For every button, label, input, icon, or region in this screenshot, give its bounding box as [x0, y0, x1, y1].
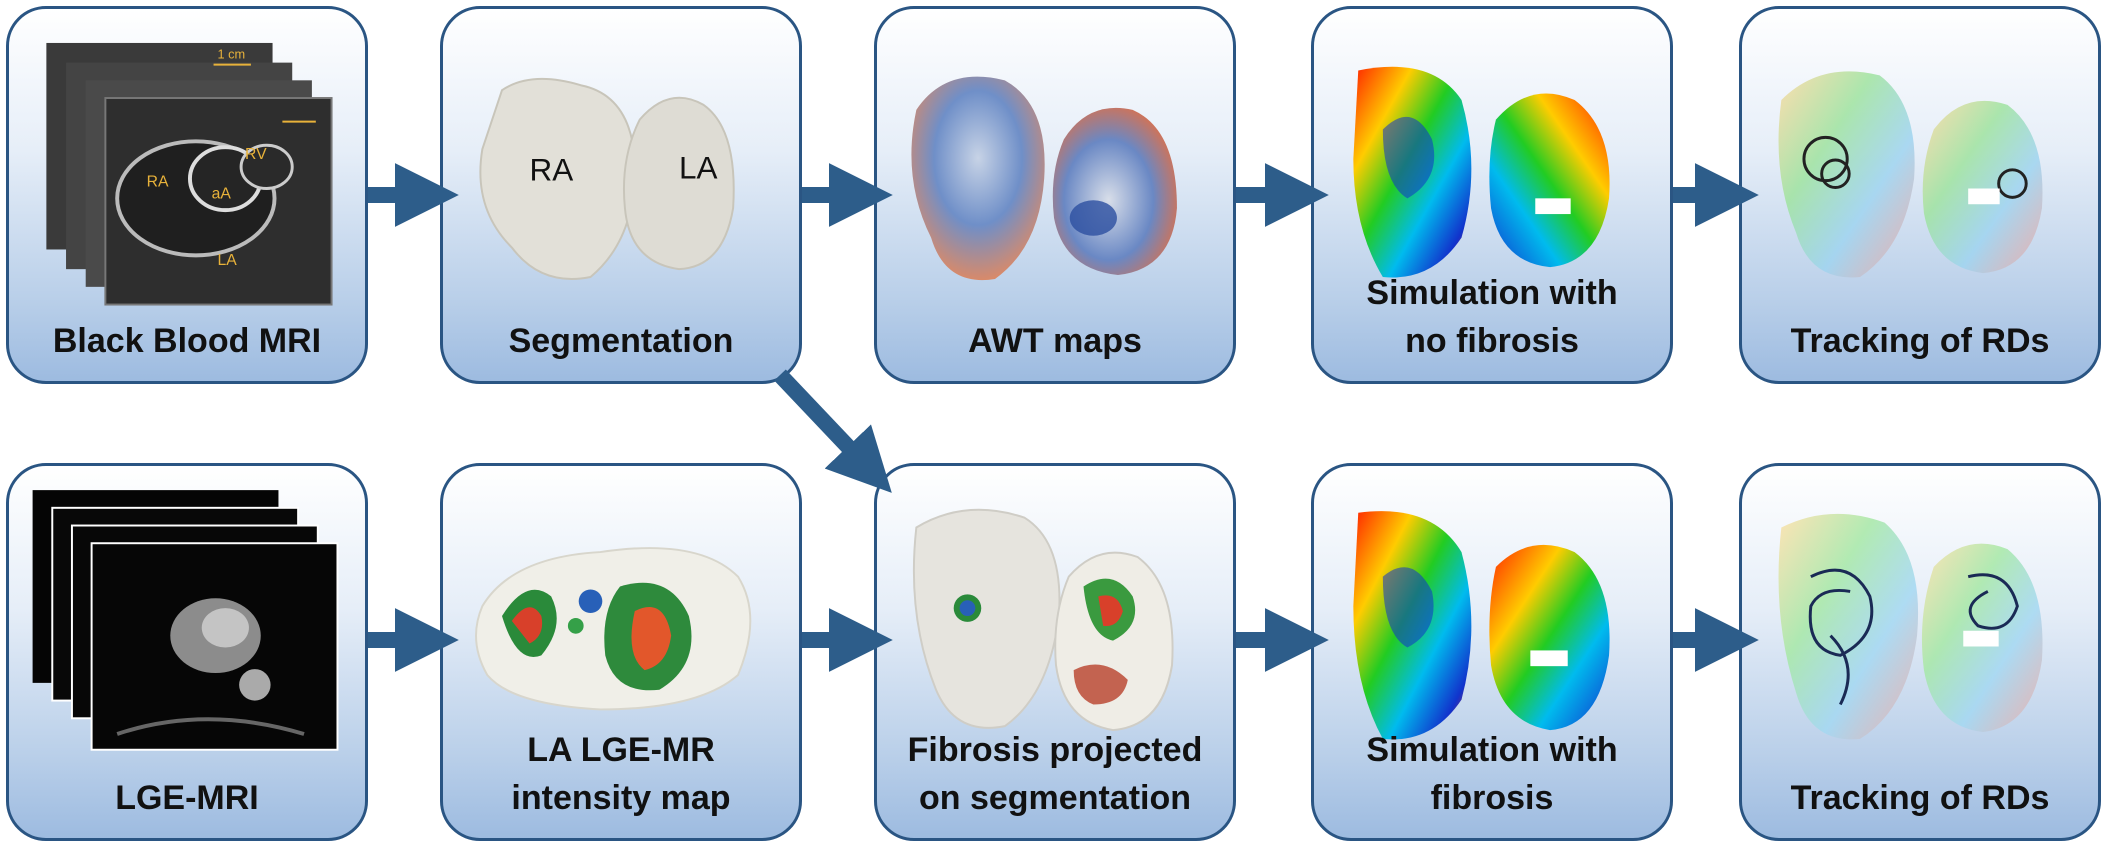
box-fibrosis-projected: Fibrosis projected on segmentation	[874, 463, 1236, 841]
label-line-1: LA LGE-MR	[527, 731, 715, 769]
fibrosis-projected-model	[912, 508, 1174, 732]
lge-mri-stack	[32, 490, 339, 751]
label-simulation-no-fibrosis: Simulation with no fibrosis	[1314, 269, 1670, 365]
box-lge-mri: LGE-MRI	[6, 463, 368, 841]
box-la-lge-mr-intensity-map: LA LGE-MR intensity map	[440, 463, 802, 841]
box-awt-maps: AWT maps	[874, 6, 1236, 384]
awt-maps-model	[911, 76, 1177, 281]
tracking-rds-model-2	[1778, 513, 2043, 740]
arrow-diagonal	[774, 369, 892, 493]
box-simulation-no-fibrosis: Simulation with no fibrosis	[1311, 6, 1673, 384]
label-line-2: no fibrosis	[1405, 322, 1579, 360]
box-tracking-rds-2: Tracking of RDs	[1739, 463, 2101, 841]
simulation-fibrosis-model	[1353, 511, 1610, 740]
label-black-blood-mri: Black Blood MRI	[52, 322, 322, 360]
label-simulation-fibrosis: Simulation with fibrosis	[1314, 726, 1670, 822]
label-awt-maps: AWT maps	[968, 322, 1142, 360]
ra-seg-annotation: RA	[530, 153, 574, 188]
la-annotation: LA	[217, 252, 237, 269]
label-line-2: intensity map	[511, 779, 731, 817]
simulation-no-fibrosis-model	[1353, 66, 1610, 278]
rv-annotation: RV	[245, 146, 267, 163]
box-black-blood-mri: RA RV aA LA 1 cm Black Blood MRI	[6, 6, 368, 384]
label-line-2: on segmentation	[918, 779, 1192, 817]
label-segmentation: Segmentation	[508, 322, 734, 360]
label-line-1: Fibrosis projected	[907, 731, 1203, 769]
label-lge-mri: LGE-MRI	[115, 779, 259, 817]
scale-bar-label: 1 cm	[217, 47, 245, 62]
segmentation-model: RA LA	[479, 77, 735, 280]
label-tracking-rds-1: Tracking of RDs	[1790, 322, 2050, 360]
label-la-lge-mr-intensity-map: LA LGE-MR intensity map	[443, 726, 799, 822]
label-fibrosis-projected: Fibrosis projected on segmentation	[877, 726, 1233, 822]
label-line-1: Simulation with	[1366, 731, 1618, 769]
label-tracking-rds-2: Tracking of RDs	[1790, 779, 2050, 817]
black-blood-mri-stack: RA RV aA LA 1 cm	[46, 42, 333, 306]
tracking-rds-model-1	[1778, 71, 2043, 278]
label-line-1: Simulation with	[1366, 274, 1618, 312]
aa-annotation: aA	[212, 185, 232, 202]
la-intensity-map-model	[475, 547, 752, 711]
la-seg-annotation: LA	[679, 151, 717, 186]
box-tracking-rds-1: Tracking of RDs	[1739, 6, 2101, 384]
box-simulation-fibrosis: Simulation with fibrosis	[1311, 463, 1673, 841]
label-line-2: fibrosis	[1430, 779, 1554, 817]
box-segmentation: RA LA Segmentation	[440, 6, 802, 384]
ra-annotation: RA	[147, 174, 169, 191]
